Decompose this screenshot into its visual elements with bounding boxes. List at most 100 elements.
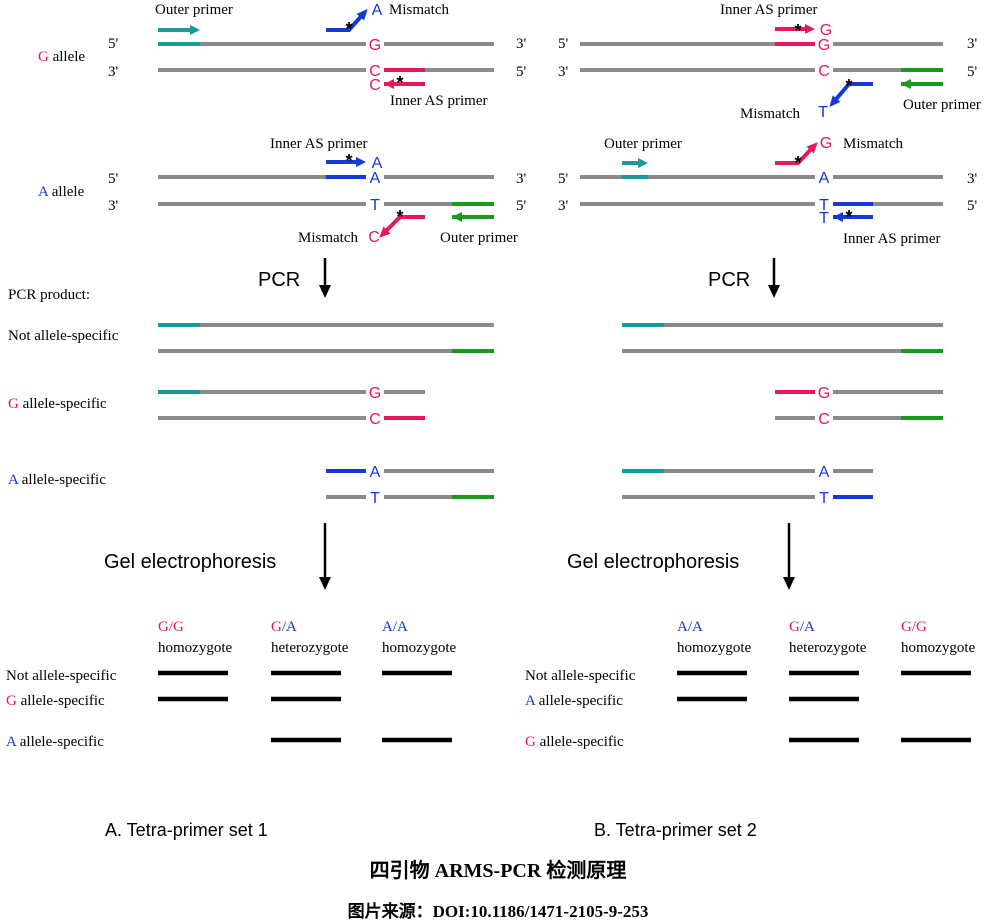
mismatch-star: * xyxy=(345,19,352,39)
inner-as-primer-mismatch xyxy=(379,215,425,238)
mismatch-star: * xyxy=(845,76,852,96)
gel-row-label: Not allele-specific xyxy=(525,668,636,684)
outer-primer-arrow xyxy=(452,212,494,222)
genotype-allele-1: G xyxy=(158,619,169,635)
figure-title: 四引物 ARMS-PCR 检测原理 xyxy=(370,858,627,882)
mismatch-base: A xyxy=(372,2,383,19)
outer-primer-arrow-head xyxy=(901,79,911,89)
pcr-product-label: PCR product: xyxy=(8,287,90,303)
inner-as-primer-arrow xyxy=(326,157,366,167)
gel-row-label-allele-letter: A xyxy=(6,734,17,750)
inner-as-primer-arrow-head xyxy=(384,79,394,89)
genotype-type-label: homozygote xyxy=(901,640,975,656)
genotype-slash: / xyxy=(912,619,917,635)
inner-as-primer-arrow xyxy=(833,212,873,222)
five-prime-label: 5' xyxy=(516,64,527,80)
outer-primer-arrow-head xyxy=(452,212,462,222)
panel-b: Inner AS primer5'3'3'5'GCG*T*MismatchOut… xyxy=(525,2,981,750)
three-prime-label: 3' xyxy=(967,36,978,52)
snp-base: A xyxy=(819,170,830,187)
outer-primer-arrow xyxy=(901,79,943,89)
product-row-label: A allele-specific xyxy=(8,472,106,488)
genotype-type-label: homozygote xyxy=(382,640,456,656)
inner-as-primer-label: Inner AS primer xyxy=(390,93,487,109)
gel-row-label-suffix: Not allele-specific xyxy=(6,668,117,684)
three-prime-label: 3' xyxy=(516,171,527,187)
snp-base: G xyxy=(818,37,830,54)
pcr-label: PCR xyxy=(708,269,750,291)
genotype-allele-1: A xyxy=(382,619,393,635)
genotype-label: G/G xyxy=(901,619,927,635)
five-prime-label: 5' xyxy=(967,198,978,214)
genotype-allele-1: G xyxy=(901,619,912,635)
primer-star: * xyxy=(396,73,403,93)
genotype-label: G/G xyxy=(158,619,184,635)
gel-row-label-suffix: Not allele-specific xyxy=(525,668,636,684)
five-prime-label: 5' xyxy=(108,171,119,187)
product-base: G xyxy=(369,385,381,402)
product-row-label-suffix: allele-specific xyxy=(18,472,106,488)
three-prime-label: 3' xyxy=(108,64,119,80)
gel-arrow xyxy=(783,523,795,590)
outer-primer-label: Outer primer xyxy=(903,97,981,113)
five-prime-label: 5' xyxy=(516,198,527,214)
primer-star: * xyxy=(845,207,852,227)
primer-base: A xyxy=(372,155,383,172)
snp-base: G xyxy=(369,37,381,54)
genotype-type-label: homozygote xyxy=(677,640,751,656)
primer-base: C xyxy=(369,77,381,94)
genotype-label: G/A xyxy=(271,619,297,635)
inner-as-primer-mismatch-head xyxy=(356,9,368,21)
gel-row-label-suffix: allele-specific xyxy=(535,693,623,709)
inner-as-primer-mismatch-shaft xyxy=(380,215,425,237)
g-allele-label-allele-letter: G xyxy=(38,49,49,65)
genotype-slash: / xyxy=(169,619,174,635)
gel-row-label: A allele-specific xyxy=(6,734,104,750)
mismatch-star: * xyxy=(794,153,801,173)
gel-row-label-suffix: allele-specific xyxy=(16,734,104,750)
product-row-label-allele-letter: A xyxy=(8,472,19,488)
pcr-arrow xyxy=(319,258,331,298)
inner-as-primer-mismatch-shaft xyxy=(326,10,367,32)
product-row-label-suffix: Not allele-specific xyxy=(8,328,119,344)
primer-base: G xyxy=(820,22,832,39)
genotype-allele-2: A xyxy=(397,619,408,635)
outer-primer-arrow-head xyxy=(190,25,200,35)
three-prime-label: 3' xyxy=(558,198,569,214)
gel-row-label-suffix: allele-specific xyxy=(536,734,624,750)
product-base: A xyxy=(370,464,381,481)
product-base: C xyxy=(818,411,830,428)
genotype-allele-2: A xyxy=(286,619,297,635)
gel-row-label: G allele-specific xyxy=(6,693,105,709)
inner-as-primer-mismatch-shaft xyxy=(775,143,817,165)
three-prime-label: 3' xyxy=(967,171,978,187)
snp-base: T xyxy=(370,197,380,214)
gel-b: Not allele-specific A allele-specific G al… xyxy=(525,619,975,750)
snp-base: C xyxy=(369,63,381,80)
product-base: T xyxy=(819,490,829,507)
genotype-allele-1: G xyxy=(271,619,282,635)
inner-as-primer-mismatch-head xyxy=(806,142,818,154)
genotype-allele-2: A xyxy=(804,619,815,635)
outer-primer-arrow xyxy=(622,158,648,168)
five-prime-label: 5' xyxy=(967,64,978,80)
gel-electrophoresis-label: Gel electrophoresis xyxy=(567,551,739,573)
genotype-slash: / xyxy=(282,619,287,635)
gel-row-label-allele-letter: G xyxy=(6,693,17,709)
outer-primer-arrow xyxy=(158,25,200,35)
outer-primer-label: Outer primer xyxy=(604,136,682,152)
mismatch-label: Mismatch xyxy=(389,2,449,18)
primer-star: * xyxy=(345,151,352,171)
g-allele-label-suffix: allele xyxy=(49,49,86,65)
product-row-label-suffix: allele-specific xyxy=(19,396,107,412)
inner-as-primer-arrow xyxy=(384,79,425,89)
mismatch-base: C xyxy=(368,229,380,246)
product-base: G xyxy=(818,385,830,402)
inner-as-primer-arrow xyxy=(775,24,815,34)
gel-row-label: Not allele-specific xyxy=(6,668,117,684)
gel-arrow xyxy=(319,523,331,590)
